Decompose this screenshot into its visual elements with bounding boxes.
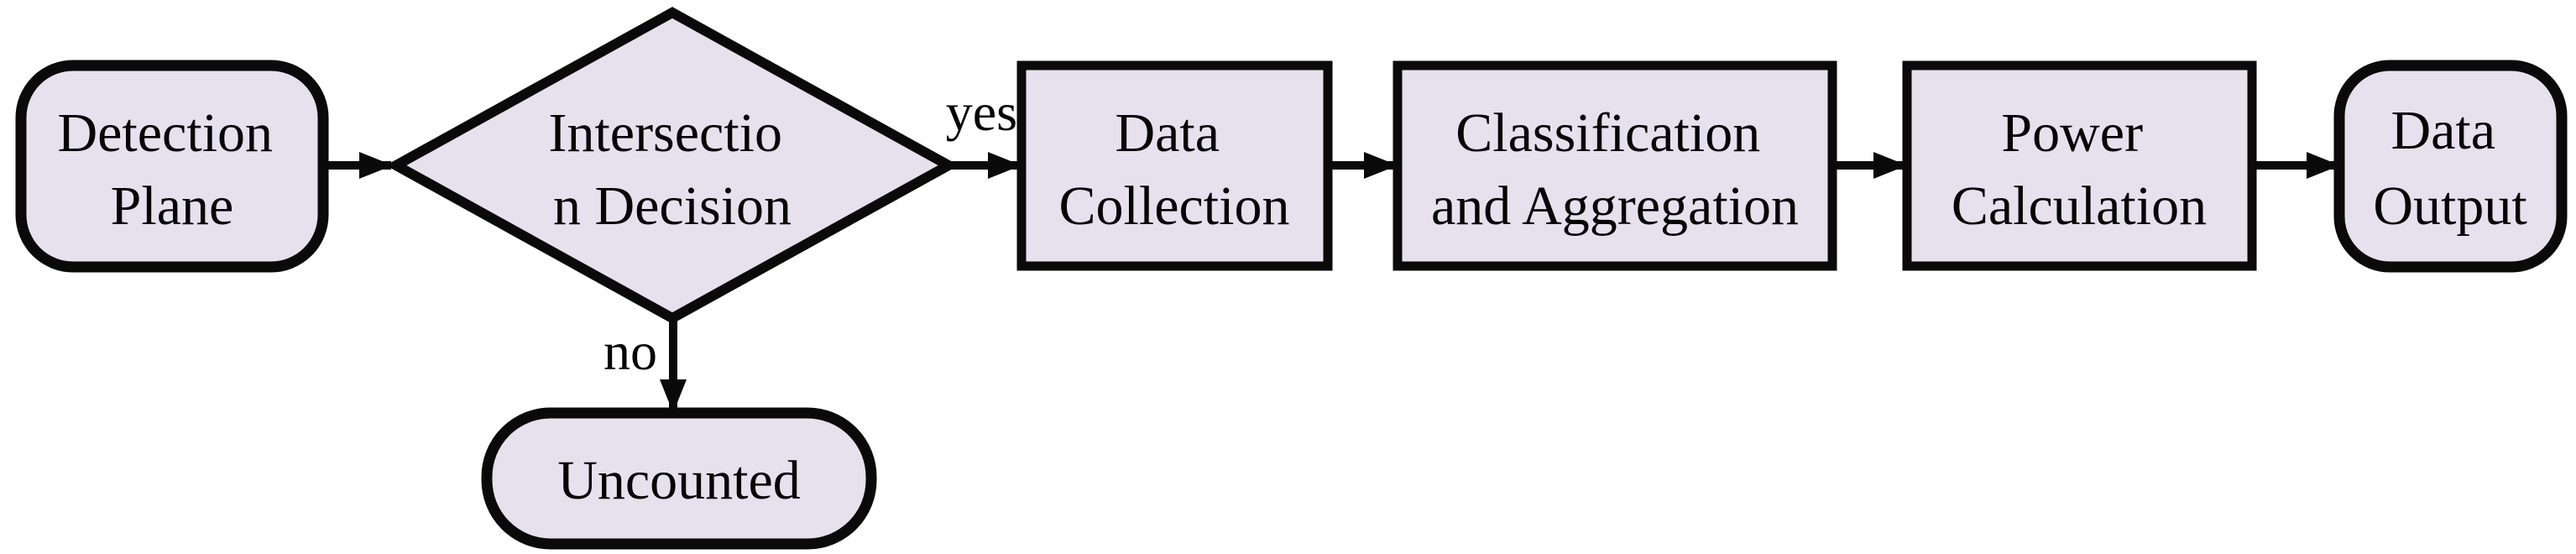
node-detection-plane-label: Detection Plane [57,102,286,237]
detection-plane-line-2: Plane [111,175,234,237]
classification-line-2: and Aggregation [1431,175,1799,237]
intersection-decision-line-2: n Decision [553,175,792,237]
edge-no-label: no [604,321,657,381]
data-output-line-1: Data [2391,100,2495,161]
node-data-output-label: Data Output [2373,100,2526,237]
node-data-collection-label: Data Collection [1059,102,1290,237]
node-power-calculation-label: Power Calculation [1952,102,2207,237]
classification-line-1: Classification [1455,102,1760,164]
data-output-line-2: Output [2373,175,2526,237]
node-uncounted [481,407,877,550]
power-calculation-line-2: Calculation [1952,175,2207,237]
node-intersection-decision-label: Intersectio n Decision [548,102,796,237]
node-intersection-decision [385,7,959,324]
edge-yes-label: yes [946,82,1017,142]
node-data-output [2333,60,2568,273]
detection-plane-line-1: Detection [57,102,273,164]
intersection-decision-line-1: Intersectio [548,102,782,164]
data-collection-line-1: Data [1115,102,1220,164]
data-collection-line-2: Collection [1059,175,1290,237]
node-power-calculation [1902,60,2257,271]
node-classification-aggregation-label: Classification and Aggregation [1431,102,1799,237]
node-uncounted-label: Uncounted [557,450,801,511]
node-data-collection [1016,60,1333,271]
power-calculation-line-1: Power [2001,102,2143,164]
node-classification-aggregation [1393,60,1837,271]
node-detection-plane [15,60,329,273]
